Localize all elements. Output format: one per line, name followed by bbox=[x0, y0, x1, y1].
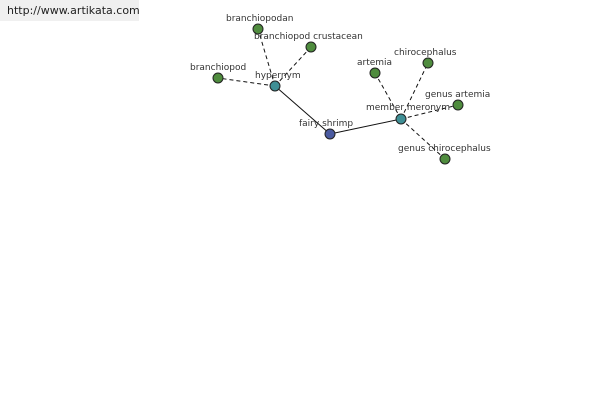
edge-member-meronym-genus-artemia bbox=[400, 104, 459, 120]
edge-member-meronym-artemia bbox=[374, 72, 402, 120]
node-hypernym[interactable] bbox=[269, 80, 281, 92]
edge-member-meronym-chirocephalus bbox=[400, 62, 429, 120]
node-artemia[interactable] bbox=[369, 67, 381, 79]
label-branchiopod-crustacean: branchiopod crustacean bbox=[254, 32, 363, 42]
label-branchiopod: branchiopod bbox=[190, 63, 246, 73]
graph-nodes bbox=[212, 23, 464, 165]
node-chirocephalus[interactable] bbox=[422, 57, 434, 69]
label-genus-chirocephalus: genus chirocephalus bbox=[398, 144, 491, 154]
node-fairy-shrimp[interactable] bbox=[324, 128, 336, 140]
source-url-link[interactable]: http://www.artikata.com bbox=[0, 0, 140, 21]
node-branchiopod-crustacean[interactable] bbox=[305, 41, 317, 53]
label-branchiopodan: branchiopodan bbox=[226, 14, 293, 24]
label-chirocephalus: chirocephalus bbox=[394, 48, 457, 58]
node-genus-artemia[interactable] bbox=[452, 99, 464, 111]
node-member-meronym[interactable] bbox=[395, 113, 407, 125]
edge-center-hypernym bbox=[274, 85, 331, 135]
node-branchiopodan[interactable] bbox=[252, 23, 264, 35]
edge-member-meronym-genus-chirocephalus bbox=[400, 118, 446, 160]
label-hypernym: hypernym bbox=[255, 71, 301, 81]
graph-edges bbox=[217, 28, 459, 160]
edge-hypernym-branchiopod bbox=[217, 77, 276, 87]
node-branchiopod[interactable] bbox=[212, 72, 224, 84]
label-artemia: artemia bbox=[357, 58, 392, 68]
edge-center-member-meronym bbox=[329, 118, 402, 135]
node-genus-chirocephalus[interactable] bbox=[439, 153, 451, 165]
edge-hypernym-branchiopod-crustacean bbox=[274, 46, 312, 87]
label-genus-artemia: genus artemia bbox=[425, 90, 490, 100]
label-member-meronym: member meronym bbox=[366, 103, 450, 113]
graph-labels: fairy shrimp hypernym member meronym bra… bbox=[190, 14, 491, 154]
edge-hypernym-branchiopodan bbox=[257, 28, 276, 87]
label-fairy-shrimp: fairy shrimp bbox=[299, 119, 353, 129]
